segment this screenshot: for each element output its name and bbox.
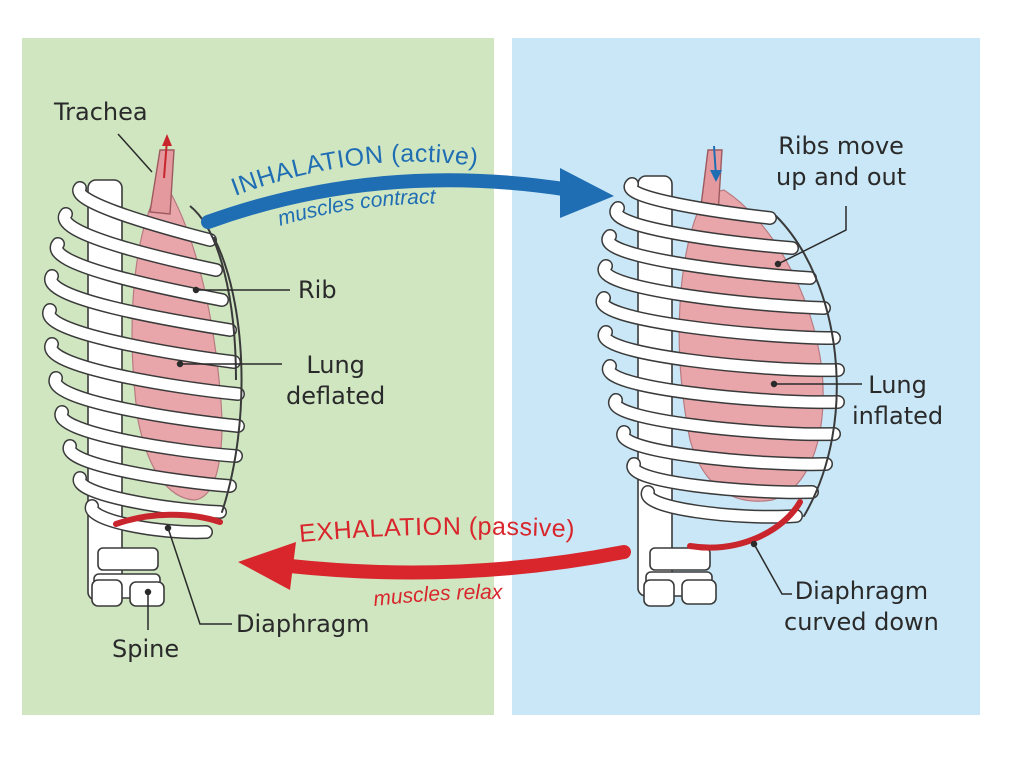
right-rib-cage — [602, 146, 862, 606]
label-ribs-move: Ribs move up and out — [776, 131, 906, 193]
exhalation-title: EXHALATION (passive) — [298, 512, 576, 548]
label-lung-inflated: Lung inflated — [852, 370, 943, 432]
label-spine: Spine — [112, 634, 179, 665]
label-diaphragm-left: Diaphragm — [236, 609, 370, 640]
label-lung-deflated-line1: Lung — [286, 350, 385, 381]
label-lung-deflated-line2: deflated — [286, 381, 385, 412]
left-trachea — [150, 150, 174, 214]
exhalation-subtitle: muscles relax — [372, 581, 504, 611]
label-lung-inflated-line2: inflated — [852, 401, 943, 432]
label-lung-deflated: Lung deflated — [286, 350, 385, 412]
label-ribs-move-line1: Ribs move — [776, 131, 906, 162]
label-diaphragm-right-line1: Diaphragm — [784, 576, 939, 607]
label-lung-inflated-line1: Lung — [852, 370, 943, 401]
label-diaphragm-right: Diaphragm curved down — [784, 576, 939, 638]
exhalation-arrow — [238, 542, 624, 590]
label-rib: Rib — [298, 275, 337, 306]
label-diaphragm-right-line2: curved down — [784, 607, 939, 638]
label-trachea: Trachea — [54, 97, 148, 128]
label-ribs-move-line2: up and out — [776, 162, 906, 193]
